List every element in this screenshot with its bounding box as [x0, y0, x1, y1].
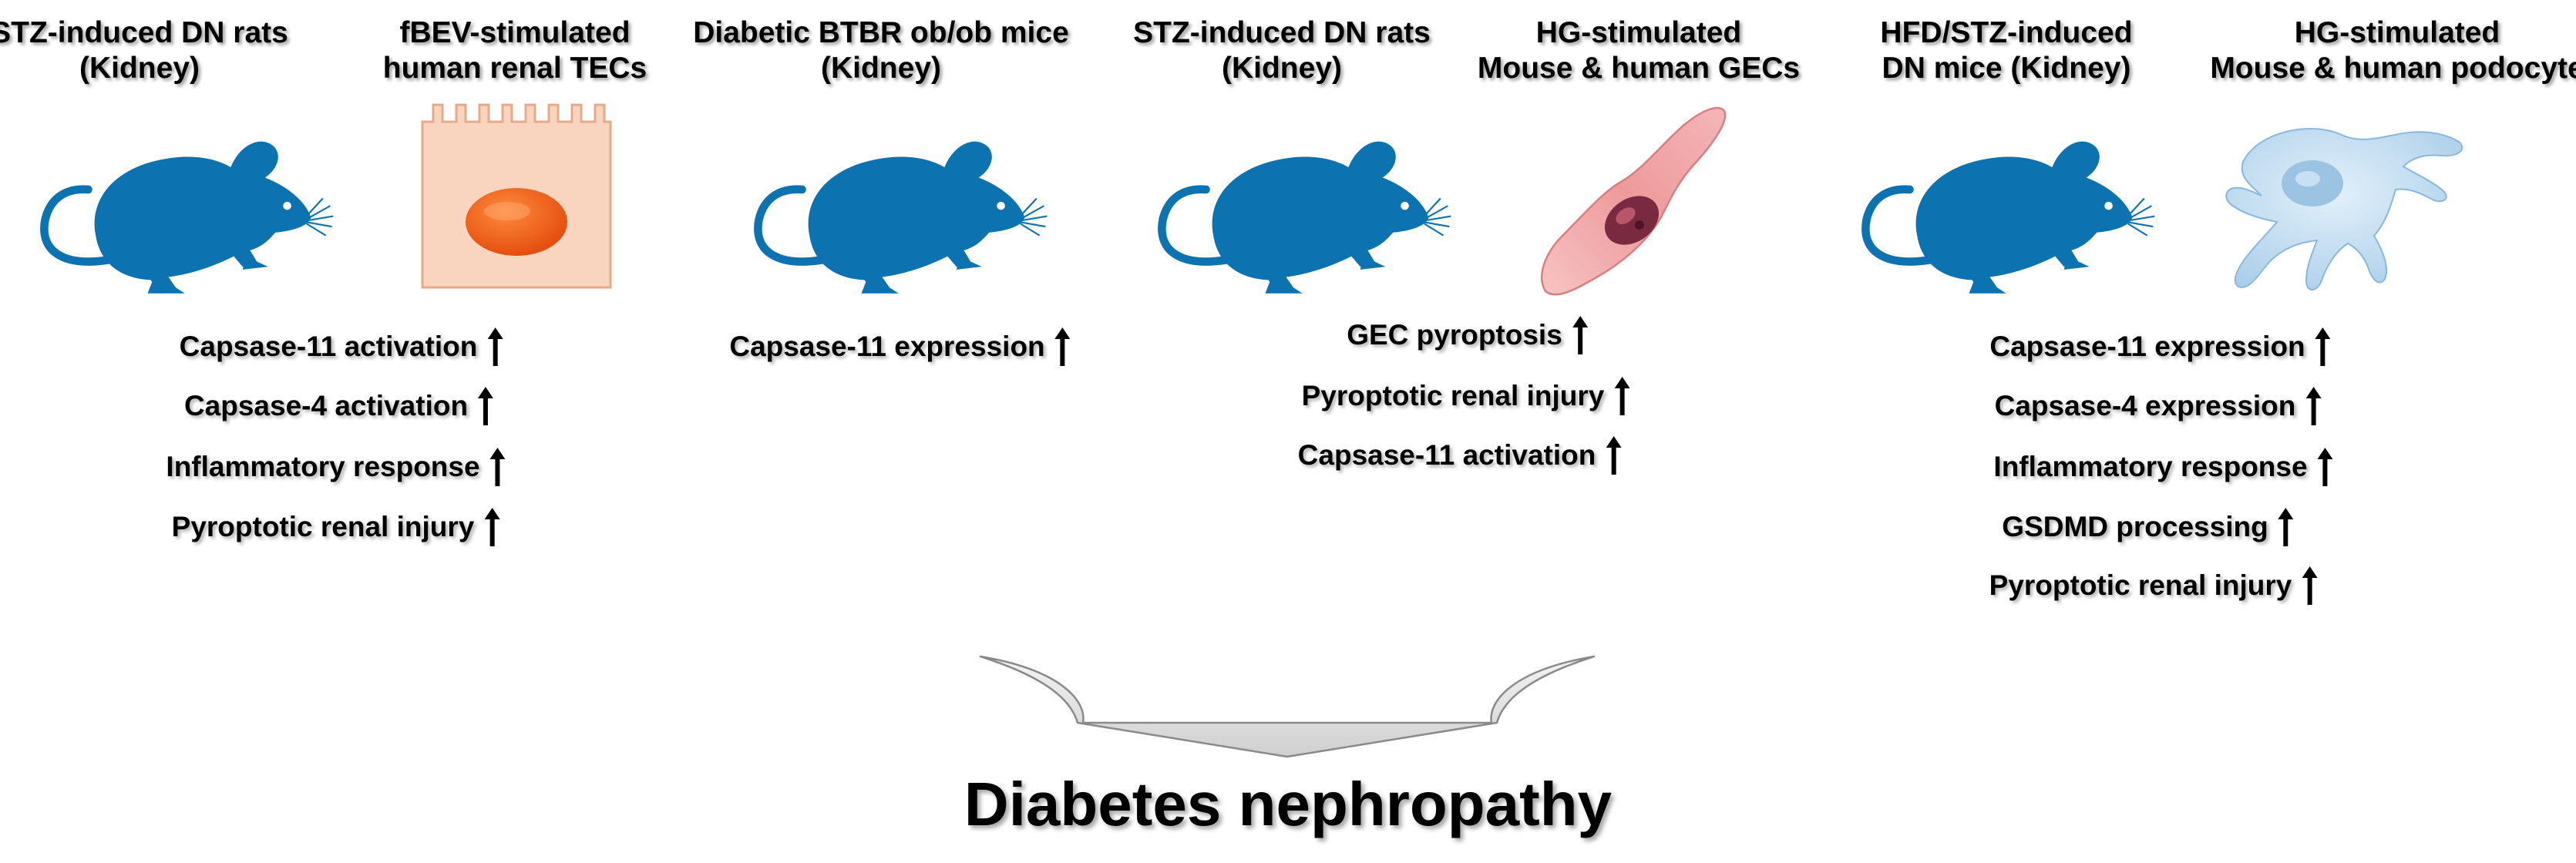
effect-item: Capsase-11 expression	[729, 327, 1071, 366]
effect-item: Pyroptotic renal injury	[1302, 377, 1631, 415]
effect-item: GEC pyroptosis	[1347, 316, 1589, 354]
header-line: STZ-induced DN rats	[0, 16, 288, 49]
effect-item: Inflammatory response	[1993, 448, 2333, 486]
header-line: human renal TECs	[382, 52, 647, 85]
header-line: fBEV-stimulated	[399, 16, 631, 49]
header-hg-gecs: HG-stimulated Mouse & human GECs	[1478, 15, 1800, 86]
effect-item: Capsase-11 activation	[180, 327, 504, 366]
up-arrow-icon	[2317, 448, 2334, 486]
header-stz-rats-1: STZ-induced DN rats (Kidney)	[0, 15, 288, 86]
header-stz-rats-2: STZ-induced DN rats (Kidney)	[1133, 15, 1431, 86]
header-line: HFD/STZ-induced	[1880, 16, 2133, 49]
effect-label: Capsase-11 expression	[729, 331, 1045, 362]
up-arrow-icon	[1054, 327, 1071, 366]
mouse-icon	[731, 108, 1054, 308]
effect-label: Inflammatory response	[1993, 451, 2308, 482]
effect-label: Capsase-11 activation	[179, 331, 478, 362]
outcome-label: Diabetes nephropathy	[963, 770, 1613, 838]
header-line: (Kidney)	[821, 52, 941, 85]
header-line: HG-stimulated	[1535, 16, 1742, 49]
effect-item: Pyroptotic renal injury	[172, 508, 501, 546]
funnel-arrow-icon	[979, 655, 1596, 758]
header-hfd-stz-mice: HFD/STZ-induced DN mice (Kidney)	[1880, 15, 2132, 86]
mouse-icon	[1135, 108, 1458, 308]
header-line: (Kidney)	[79, 52, 200, 85]
effect-label: Capsase-11 expression	[1989, 331, 2305, 362]
up-arrow-icon	[483, 508, 500, 546]
renal-tec-cell-icon	[421, 103, 612, 289]
mouse-icon	[1838, 108, 2162, 308]
header-hg-podocyte: HG-stimulated Mouse & human podocyte	[2210, 15, 2576, 86]
header-line: HG-stimulated	[2294, 16, 2500, 49]
up-arrow-icon	[477, 387, 494, 425]
header-line: Diabetic BTBR ob/ob mice	[693, 16, 1069, 49]
effect-item: Capsase-11 activation	[1298, 436, 1623, 475]
up-arrow-icon	[1613, 377, 1630, 415]
effect-item: GSDMD processing	[2002, 508, 2294, 546]
effect-item: Capsase-4 expression	[1995, 387, 2322, 425]
up-arrow-icon	[2315, 327, 2332, 366]
header-line: (Kidney)	[1221, 52, 1342, 85]
header-line: STZ-induced DN rats	[1133, 16, 1431, 49]
up-arrow-icon	[2301, 566, 2318, 605]
up-arrow-icon	[2305, 387, 2322, 425]
effect-item: Capsase-4 activation	[184, 387, 494, 425]
effect-item: Capsase-11 expression	[1989, 327, 2331, 366]
podocyte-icon	[2225, 127, 2463, 290]
header-btbr-mice: Diabetic BTBR ob/ob mice (Kidney)	[693, 15, 1069, 86]
up-arrow-icon	[489, 448, 506, 486]
up-arrow-icon	[2278, 508, 2295, 546]
mouse-icon	[17, 108, 341, 308]
up-arrow-icon	[1572, 316, 1589, 354]
effect-label: Pyroptotic renal injury	[1301, 380, 1605, 411]
effect-item: Pyroptotic renal injury	[1989, 566, 2319, 605]
endothelial-cell-icon	[1541, 106, 1727, 296]
header-line: Mouse & human GECs	[1477, 52, 1801, 85]
effect-label: Pyroptotic renal injury	[1989, 569, 2292, 601]
header-line: Mouse & human podocyte	[2210, 52, 2576, 85]
effect-label: Inflammatory response	[166, 451, 480, 482]
effect-item: Inflammatory response	[166, 448, 506, 486]
header-line: DN mice (Kidney)	[1882, 52, 2131, 85]
up-arrow-icon	[1605, 436, 1622, 475]
effect-label: GEC pyroptosis	[1347, 319, 1562, 351]
effect-label: Capsase-4 expression	[1994, 390, 2296, 421]
effect-label: Pyroptotic renal injury	[171, 511, 475, 542]
effect-label: GSDMD processing	[2002, 511, 2268, 542]
effect-label: Capsase-11 activation	[1297, 439, 1596, 471]
effect-label: Capsase-4 activation	[183, 390, 469, 421]
up-arrow-icon	[486, 327, 503, 366]
header-fbev-tecs: fBEV-stimulated human renal TECs	[383, 15, 647, 86]
